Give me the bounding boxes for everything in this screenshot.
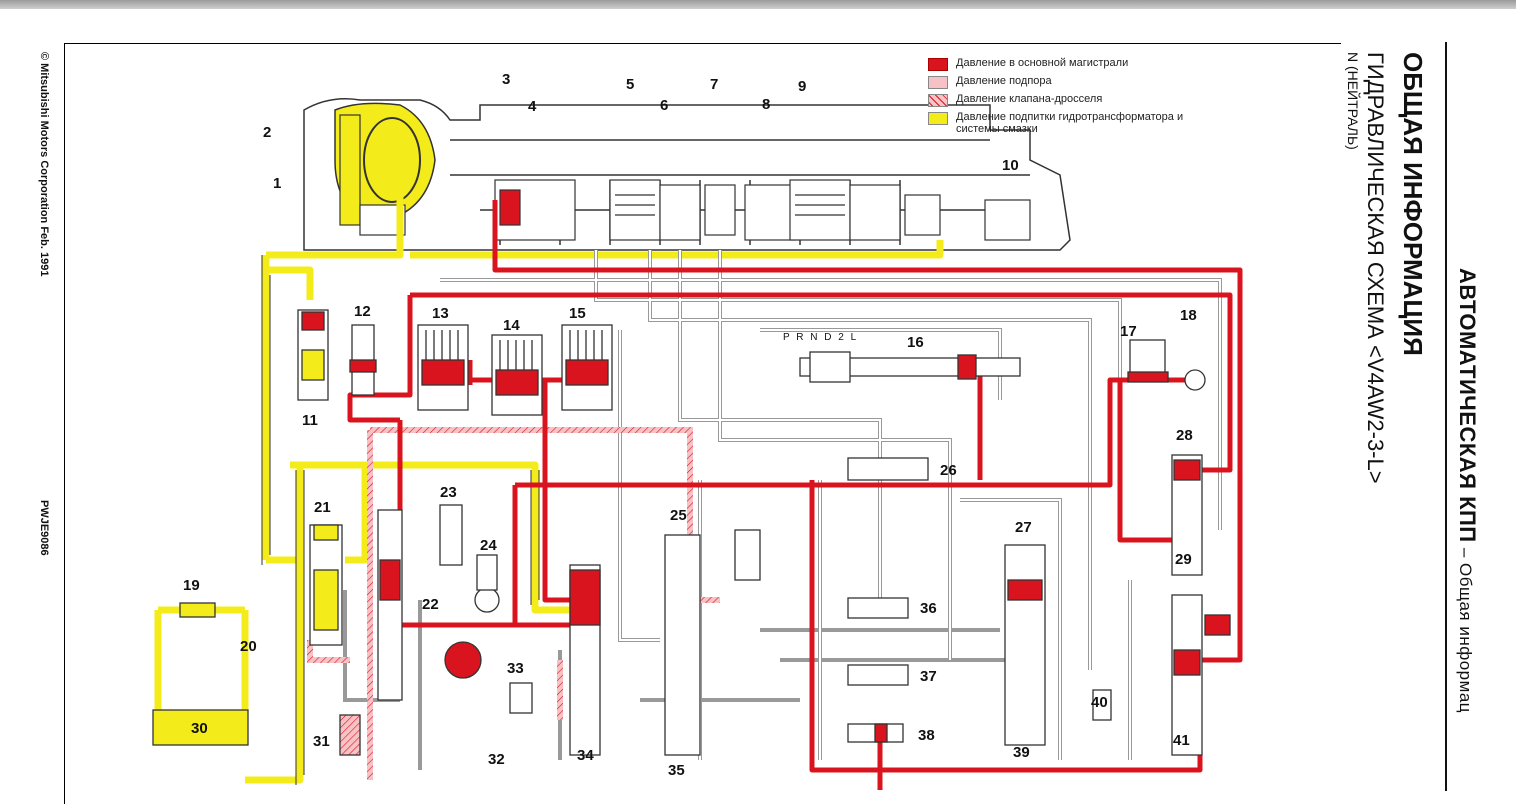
callout-22: 22 bbox=[422, 596, 439, 613]
legend-label: Давление подпитки гидротрансформатора и … bbox=[956, 111, 1184, 135]
callout-numbers: 1 2 3 4 5 6 7 8 9 10 11 12 13 14 15 16 1… bbox=[183, 71, 1197, 779]
clutch-packs bbox=[494, 179, 1031, 241]
legend-item-lubrication: Давление подпитки гидротрансформатора и … bbox=[928, 111, 1226, 135]
callout-33: 33 bbox=[507, 660, 524, 677]
legend-swatch-yellow bbox=[928, 112, 948, 125]
callout-39: 39 bbox=[1013, 744, 1030, 761]
callout-27: 27 bbox=[1015, 519, 1032, 536]
callout-36: 36 bbox=[920, 600, 937, 617]
auxiliary-lines bbox=[343, 250, 1222, 770]
callout-25: 25 bbox=[670, 507, 687, 524]
callout-18: 18 bbox=[1180, 307, 1197, 324]
legend-item-throttle-pressure: Давление клапана-дросселя bbox=[928, 93, 1226, 107]
callout-34: 34 bbox=[577, 747, 594, 764]
callout-38: 38 bbox=[918, 727, 935, 744]
callout-3: 3 bbox=[502, 71, 510, 88]
valves bbox=[152, 309, 1231, 756]
top-bar bbox=[0, 0, 1516, 9]
callout-6: 6 bbox=[660, 97, 668, 114]
callout-9: 9 bbox=[798, 78, 806, 95]
legend-label: Давление клапана-дросселя bbox=[956, 93, 1103, 105]
callout-5: 5 bbox=[626, 76, 634, 93]
callout-12: 12 bbox=[354, 303, 371, 320]
callout-20: 20 bbox=[240, 638, 257, 655]
callout-10: 10 bbox=[1002, 157, 1019, 174]
callout-15: 15 bbox=[569, 305, 586, 322]
callout-16: 16 bbox=[907, 334, 924, 351]
legend-swatch-red bbox=[928, 58, 948, 71]
callout-30: 30 bbox=[191, 720, 208, 737]
section-divider bbox=[1445, 42, 1447, 791]
callout-41: 41 bbox=[1173, 732, 1190, 749]
callout-11: 11 bbox=[302, 412, 318, 429]
callout-14: 14 bbox=[503, 317, 520, 334]
callout-28: 28 bbox=[1176, 427, 1193, 444]
lubrication-lines bbox=[154, 175, 944, 784]
legend-item-back-pressure: Давление подпора bbox=[928, 75, 1226, 89]
callout-13: 13 bbox=[432, 305, 449, 322]
diagram-frame bbox=[64, 43, 1341, 804]
callout-31: 31 bbox=[313, 733, 330, 750]
callout-1: 1 bbox=[273, 175, 281, 192]
legend-swatch-pink bbox=[928, 76, 948, 89]
legend-item-line-pressure: Давление в основной магистрали bbox=[928, 57, 1226, 71]
callout-40: 40 bbox=[1091, 694, 1108, 711]
legend-label: Давление в основной магистрали bbox=[956, 57, 1129, 69]
legend-label: Давление подпора bbox=[956, 75, 1052, 87]
lubrication-lines-outline bbox=[261, 255, 540, 785]
callout-8: 8 bbox=[762, 96, 770, 113]
callout-29: 29 bbox=[1175, 551, 1192, 568]
legend-swatch-hatched bbox=[928, 94, 948, 107]
throttle-pressure-lines bbox=[307, 427, 720, 780]
callout-19: 19 bbox=[183, 577, 200, 594]
torque-converter bbox=[334, 102, 436, 236]
callout-24: 24 bbox=[480, 537, 497, 554]
callout-2: 2 bbox=[263, 124, 271, 141]
selector-positions: P R N D 2 L bbox=[783, 332, 858, 343]
callout-32: 32 bbox=[488, 751, 505, 768]
callout-35: 35 bbox=[668, 762, 685, 779]
callout-17: 17 bbox=[1120, 323, 1137, 340]
callout-21: 21 bbox=[314, 499, 331, 516]
callout-23: 23 bbox=[440, 484, 457, 501]
auxiliary-lines-inner bbox=[440, 250, 1221, 760]
callout-4: 4 bbox=[528, 98, 537, 115]
callout-37: 37 bbox=[920, 668, 937, 685]
callout-7: 7 bbox=[710, 76, 718, 93]
legend: Давление в основной магистрали Давление … bbox=[928, 57, 1226, 139]
callout-26: 26 bbox=[940, 462, 957, 479]
